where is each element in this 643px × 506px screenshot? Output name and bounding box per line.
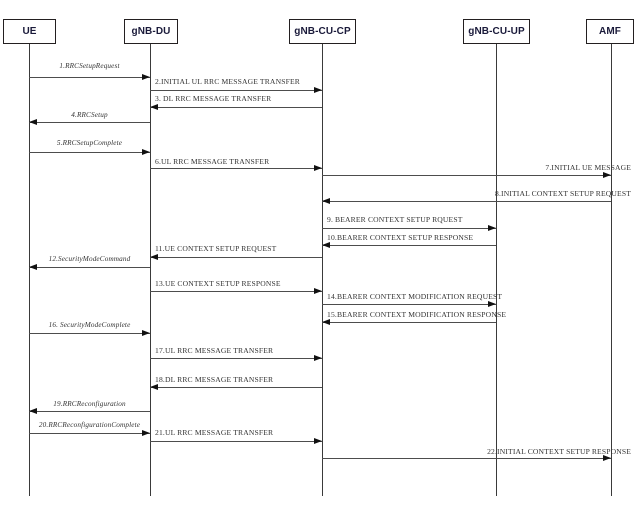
lifeline-label: gNB-CU-CP: [294, 26, 351, 37]
message-label-21: 21.UL RRC MESSAGE TRANSFER: [155, 428, 274, 437]
message-label-20: 20.RRCReconfigurationComplete: [38, 421, 141, 429]
arrow-shaft: [29, 77, 150, 78]
lifeline-amf: [611, 44, 612, 496]
arrow-shaft: [322, 304, 496, 305]
arrowhead-icon: [322, 197, 330, 204]
message-label-18: 18.DL RRC MESSAGE TRANSFER: [155, 375, 274, 384]
arrow-shaft: [29, 267, 150, 268]
message-label-11: 11.UE CONTEXT SETUP REQUEST: [155, 244, 277, 253]
lifeline-gnb-du: [150, 44, 151, 496]
arrow-shaft: [322, 201, 611, 202]
lifeline-ue: [29, 44, 30, 496]
message-label-16: 16. SecurityModeComplete: [48, 321, 131, 329]
arrowhead-icon: [142, 148, 150, 155]
arrow-shaft: [150, 291, 322, 292]
arrowhead-icon: [29, 118, 37, 125]
arrowhead-icon: [488, 300, 496, 307]
arrowhead-icon: [142, 429, 150, 436]
arrowhead-icon: [314, 86, 322, 93]
message-label-22: 22.INITIAL CONTEXT SETUP RESPONSE: [487, 447, 631, 456]
lifeline-header-gnb-cu-up[interactable]: gNB-CU-UP: [463, 19, 530, 44]
arrowhead-icon: [150, 253, 158, 260]
arrow-shaft: [150, 358, 322, 359]
arrow-shaft: [29, 152, 150, 153]
arrowhead-icon: [603, 454, 611, 461]
message-label-13: 13.UE CONTEXT SETUP RESPONSE: [155, 279, 281, 288]
arrow-shaft: [29, 333, 150, 334]
message-label-6: 6.UL RRC MESSAGE TRANSFER: [155, 157, 270, 166]
arrowhead-icon: [150, 383, 158, 390]
arrow-shaft: [150, 441, 322, 442]
arrow-shaft: [150, 107, 322, 108]
lifeline-label: gNB-CU-UP: [468, 26, 525, 37]
lifeline-header-amf[interactable]: AMF: [586, 19, 634, 44]
arrowhead-icon: [314, 437, 322, 444]
message-label-10: 10.BEARER CONTEXT SETUP RESPONSE: [327, 233, 474, 242]
message-label-5: 5.RRCSetupComplete: [56, 139, 123, 147]
arrow-shaft: [322, 245, 496, 246]
arrowhead-icon: [314, 287, 322, 294]
arrow-shaft: [150, 168, 322, 169]
lifeline-header-ue[interactable]: UE: [3, 19, 56, 44]
message-label-3: 3. DL RRC MESSAGE TRANSFER: [155, 94, 272, 103]
arrowhead-icon: [322, 241, 330, 248]
arrow-shaft: [150, 90, 322, 91]
lifeline-label: AMF: [599, 26, 621, 37]
arrow-shaft: [150, 387, 322, 388]
lifeline-gnb-cu-up: [496, 44, 497, 496]
arrowhead-icon: [603, 171, 611, 178]
message-label-9: 9. BEARER CONTEXT SETUP RQUEST: [327, 215, 463, 224]
arrow-shaft: [322, 175, 611, 176]
arrowhead-icon: [142, 73, 150, 80]
message-label-2: 2.INITIAL UL RRC MESSAGE TRANSFER: [155, 77, 300, 86]
message-label-4: 4.RRCSetup: [71, 111, 108, 119]
arrow-shaft: [322, 228, 496, 229]
message-label-7: 7.INITIAL UE MESSAGE: [545, 163, 631, 172]
arrowhead-icon: [142, 329, 150, 336]
arrow-shaft: [322, 322, 496, 323]
message-label-8: 8.INITIAL CONTEXT SETUP REQUEST: [495, 189, 631, 198]
message-label-17: 17.UL RRC MESSAGE TRANSFER: [155, 346, 274, 355]
arrowhead-icon: [488, 224, 496, 231]
arrowhead-icon: [150, 103, 158, 110]
message-label-19: 19.RRCReconfiguration: [53, 400, 126, 408]
arrowhead-icon: [29, 263, 37, 270]
message-label-1: 1.RRCSetupRequest: [59, 62, 120, 70]
arrowhead-icon: [314, 164, 322, 171]
arrow-shaft: [322, 458, 611, 459]
arrow-shaft: [29, 433, 150, 434]
lifeline-header-gnb-du[interactable]: gNB-DU: [124, 19, 178, 44]
message-label-12: 12.SecurityModeCommand: [48, 255, 131, 263]
arrowhead-icon: [314, 354, 322, 361]
lifeline-label: UE: [22, 26, 37, 37]
lifeline-header-gnb-cu-cp[interactable]: gNB-CU-CP: [289, 19, 356, 44]
lifeline-gnb-cu-cp: [322, 44, 323, 496]
arrow-shaft: [150, 257, 322, 258]
message-label-15: 15.BEARER CONTEXT MODIFICATION RESPONSE: [327, 310, 507, 319]
arrowhead-icon: [322, 318, 330, 325]
arrow-shaft: [29, 411, 150, 412]
lifeline-label: gNB-DU: [131, 26, 171, 37]
message-label-14: 14.BEARER CONTEXT MODIFICATION REQUEST: [327, 292, 503, 301]
arrowhead-icon: [29, 407, 37, 414]
arrow-shaft: [29, 122, 150, 123]
